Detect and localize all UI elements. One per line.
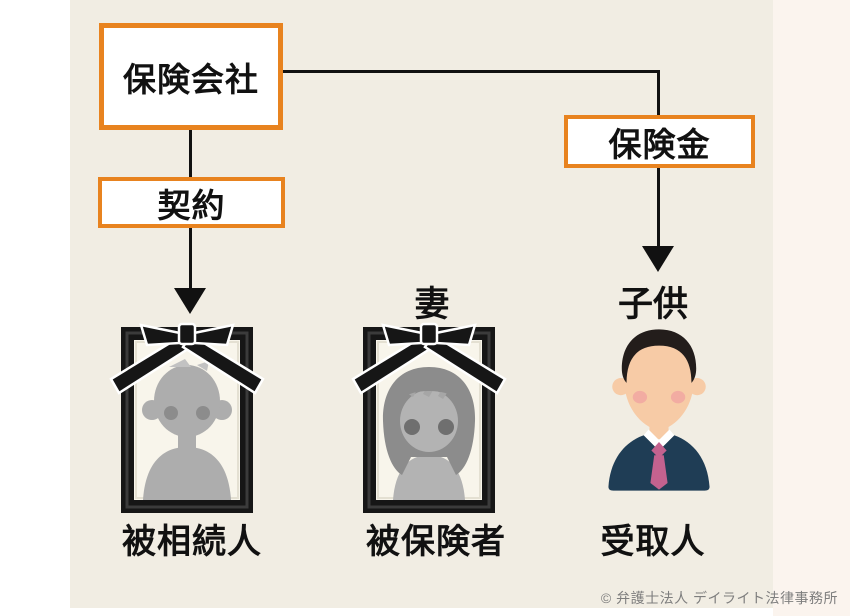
wife-label: 妻 — [414, 285, 450, 324]
decedent-label: 被相続人 — [122, 523, 262, 561]
memorial-portrait-woman-icon — [351, 322, 507, 513]
child-label: 子供 — [617, 285, 688, 324]
benefit-label: 保険金 — [608, 125, 711, 163]
connector-company-to-benefit — [283, 70, 659, 73]
connector-contract-bottom — [189, 228, 192, 289]
business-person-icon — [608, 329, 710, 491]
arrowhead-to-decedent — [174, 288, 206, 314]
right-background-strip — [773, 0, 850, 616]
benefit-box: 保険金 — [564, 115, 755, 168]
beneficiary-figure — [608, 329, 710, 491]
arrowhead-to-beneficiary — [642, 246, 674, 272]
copyright-text: © 弁護士法人 デイライト法律事務所 — [600, 590, 838, 606]
man-silhouette — [142, 359, 232, 500]
connector-contract-top — [189, 130, 192, 177]
beneficiary-label: 受取人 — [600, 523, 706, 561]
memorial-portrait-man-icon — [109, 322, 265, 513]
contract-label: 契約 — [157, 186, 226, 224]
insurance-company-box: 保険会社 — [99, 23, 283, 130]
contract-box: 契約 — [98, 177, 285, 228]
insurance-company-label: 保険会社 — [123, 60, 259, 98]
mourning-ribbon-icon — [351, 322, 507, 395]
insured-label: 被保険者 — [366, 523, 506, 561]
connector-benefit-bottom — [657, 168, 660, 248]
mourning-ribbon-icon — [109, 322, 265, 395]
woman-silhouette — [382, 367, 476, 500]
connector-benefit-top — [657, 70, 660, 117]
